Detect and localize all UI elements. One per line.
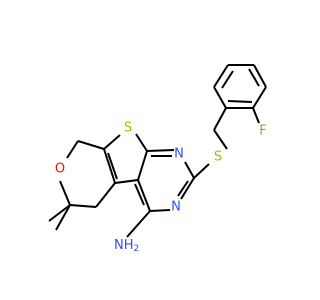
bond (107, 152, 118, 180)
sulfur-atom-label: S (124, 121, 132, 136)
bond (95, 182, 116, 208)
bond (55, 204, 71, 231)
atom-labels: O S N N S F NH2 (55, 121, 267, 255)
bonds (48, 64, 267, 238)
amine-label: NH (114, 238, 134, 253)
fluorine-atom-label: F (259, 124, 266, 139)
bond (252, 86, 267, 109)
bond (48, 204, 71, 222)
bond (213, 86, 227, 109)
bond (69, 204, 97, 208)
bond (59, 180, 71, 206)
amine-subscript: 2 (134, 244, 140, 254)
bond (248, 68, 260, 87)
bond (227, 100, 253, 103)
bond (253, 64, 267, 88)
bond (177, 180, 189, 197)
bond (213, 107, 227, 131)
bond (77, 140, 105, 150)
bond (103, 134, 121, 150)
bond (137, 150, 148, 181)
bond (149, 209, 171, 212)
bond (221, 70, 234, 89)
molecule-structure: O S N N S F NH2 (48, 64, 267, 255)
bond (184, 161, 195, 179)
bond (213, 129, 228, 150)
bond (134, 183, 145, 206)
bond (135, 133, 148, 152)
bond (114, 179, 139, 184)
amine-group-label: NH2 (114, 238, 139, 255)
nitrogen-atom-label: N (174, 147, 184, 162)
bond (146, 149, 175, 152)
bond (213, 64, 229, 88)
bond (193, 163, 210, 179)
bond (137, 179, 151, 212)
bond (103, 148, 116, 184)
bond (252, 107, 260, 124)
oxygen-atom-label: O (55, 162, 65, 177)
sulfur-atom-label: S (214, 150, 222, 165)
bond (180, 177, 195, 200)
bond (126, 210, 151, 238)
bond (66, 140, 79, 159)
nitrogen-atom-label: N (171, 200, 181, 215)
